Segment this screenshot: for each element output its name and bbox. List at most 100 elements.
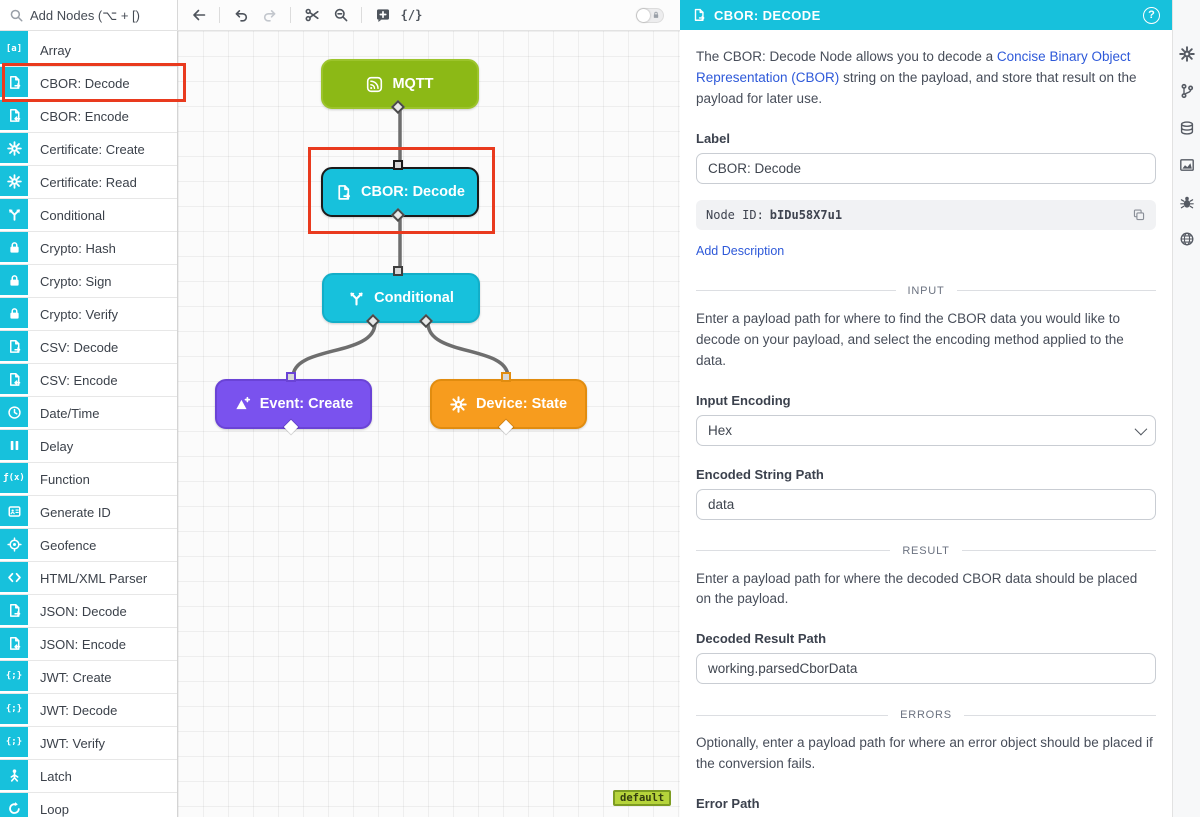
palette-node-item[interactable]: Conditional: [0, 199, 177, 232]
node-id-value: bIDu58X7u1: [770, 208, 842, 222]
lock-toggle[interactable]: [636, 8, 664, 23]
palette-node-item[interactable]: CBOR: Encode: [0, 100, 177, 133]
payload-inspector-button[interactable]: {/}: [399, 3, 424, 28]
chart-icon[interactable]: [1179, 157, 1195, 173]
json-decode-icon: [0, 595, 28, 627]
palette-node-label: Delay: [28, 430, 73, 462]
jwt-decode-icon: {;}: [0, 694, 28, 726]
cut-button[interactable]: [299, 3, 324, 28]
cbor-encode-icon: [0, 100, 28, 132]
loop-icon: [0, 793, 28, 817]
palette-node-item[interactable]: JSON: Decode: [0, 595, 177, 628]
palette-node-item[interactable]: Loop: [0, 793, 177, 817]
toolbar-divider: [219, 7, 220, 23]
globe-icon[interactable]: [1179, 231, 1195, 247]
input-port[interactable]: [393, 266, 403, 276]
palette-node-item[interactable]: Date/Time: [0, 397, 177, 430]
palette-node-item[interactable]: Crypto: Verify: [0, 298, 177, 331]
palette-node-item[interactable]: JSON: Encode: [0, 628, 177, 661]
input-encoding-select[interactable]: Hex: [696, 415, 1156, 446]
node-description: The CBOR: Decode Node allows you to deco…: [696, 47, 1156, 110]
decoded-result-path-input[interactable]: [696, 653, 1156, 684]
search-input[interactable]: [30, 8, 168, 23]
palette-node-item[interactable]: ƒ(x) Function: [0, 463, 177, 496]
versions-icon[interactable]: [1179, 83, 1195, 99]
palette-node-label: Certificate: Read: [28, 166, 137, 198]
add-note-button[interactable]: [370, 3, 395, 28]
debug-icon[interactable]: [1179, 194, 1195, 210]
palette-node-label: JSON: Encode: [28, 628, 126, 660]
palette-node-item[interactable]: [a] Array: [0, 34, 177, 67]
help-button[interactable]: ?: [1143, 7, 1160, 24]
zoom-button[interactable]: [328, 3, 353, 28]
redo-button[interactable]: [257, 3, 282, 28]
palette-node-label: Loop: [28, 793, 69, 817]
database-icon[interactable]: [1179, 120, 1195, 136]
palette-node-item[interactable]: Geofence: [0, 529, 177, 562]
section-divider-result: RESULT: [696, 545, 1156, 557]
copy-icon[interactable]: [1132, 208, 1146, 222]
palette-node-item[interactable]: Crypto: Hash: [0, 232, 177, 265]
palette-node-item[interactable]: Crypto: Sign: [0, 265, 177, 298]
undo-button[interactable]: [228, 3, 253, 28]
palette-node-item[interactable]: Delay: [0, 430, 177, 463]
certificate-read-icon: [0, 166, 28, 198]
zoom-icon: [333, 7, 349, 23]
palette-node-item[interactable]: HTML/XML Parser: [0, 562, 177, 595]
chevron-down-icon: [1135, 422, 1148, 435]
gear-icon[interactable]: [1179, 46, 1195, 62]
encoded-string-path-input[interactable]: [696, 489, 1156, 520]
palette-node-item[interactable]: CSV: Encode: [0, 364, 177, 397]
undo-icon: [233, 7, 249, 23]
section-divider-input: INPUT: [696, 285, 1156, 297]
mqtt-icon: [366, 76, 383, 93]
input-port[interactable]: [286, 372, 296, 382]
add-note-icon: [375, 7, 391, 23]
jwt-create-icon: {;}: [0, 661, 28, 693]
input-encoding-label: Input Encoding: [696, 393, 1156, 408]
section-divider-errors: ERRORS: [696, 709, 1156, 721]
input-port[interactable]: [393, 160, 403, 170]
palette-node-label: Array: [28, 34, 71, 66]
workspace-nav-strip: [1172, 0, 1200, 817]
palette-node-label: JWT: Verify: [28, 727, 105, 759]
palette-node-item[interactable]: {;} JWT: Create: [0, 661, 177, 694]
section-title: RESULT: [902, 545, 949, 557]
node-conditional[interactable]: Conditional: [322, 273, 480, 323]
node-label: Event: Create: [260, 396, 353, 412]
scissors-icon: [304, 7, 320, 23]
label-field-label: Label: [696, 131, 1156, 146]
palette-node-label: Date/Time: [28, 397, 99, 429]
section-title: INPUT: [908, 285, 945, 297]
payload-braces-icon: {/}: [401, 8, 423, 22]
palette-node-item[interactable]: CSV: Decode: [0, 331, 177, 364]
date-time-icon: [0, 397, 28, 429]
device-state-icon: [450, 396, 467, 413]
palette-node-item[interactable]: CBOR: Decode: [0, 67, 177, 100]
node-search[interactable]: [0, 0, 178, 30]
canvas-toolbar: {/}: [0, 0, 680, 31]
certificate-create-icon: [0, 133, 28, 165]
workflow-canvas[interactable]: MQTT CBOR: Decode Conditional Event: Cre…: [178, 31, 680, 817]
result-section-description: Enter a payload path for where the decod…: [696, 569, 1156, 611]
palette-node-item[interactable]: Certificate: Create: [0, 133, 177, 166]
palette-node-item[interactable]: Generate ID: [0, 496, 177, 529]
palette-node-label: Function: [28, 463, 90, 495]
add-description-link[interactable]: Add Description: [696, 244, 784, 258]
palette-node-label: CSV: Decode: [28, 331, 118, 363]
latch-icon: [0, 760, 28, 792]
palette-node-item[interactable]: Certificate: Read: [0, 166, 177, 199]
input-section-description: Enter a payload path for where to find t…: [696, 309, 1156, 372]
encoded-string-path-label: Encoded String Path: [696, 467, 1156, 482]
palette-node-label: Conditional: [28, 199, 105, 231]
palette-node-item[interactable]: Latch: [0, 760, 177, 793]
cbor-decode-icon: [335, 184, 352, 201]
decoded-result-path-label: Decoded Result Path: [696, 631, 1156, 646]
palette-node-item[interactable]: {;} JWT: Decode: [0, 694, 177, 727]
input-port[interactable]: [501, 372, 511, 382]
palette-node-item[interactable]: {;} JWT: Verify: [0, 727, 177, 760]
function-icon: ƒ(x): [0, 463, 28, 495]
back-button[interactable]: [186, 3, 211, 28]
label-field-input[interactable]: [696, 153, 1156, 184]
palette-node-label: Crypto: Sign: [28, 265, 112, 297]
